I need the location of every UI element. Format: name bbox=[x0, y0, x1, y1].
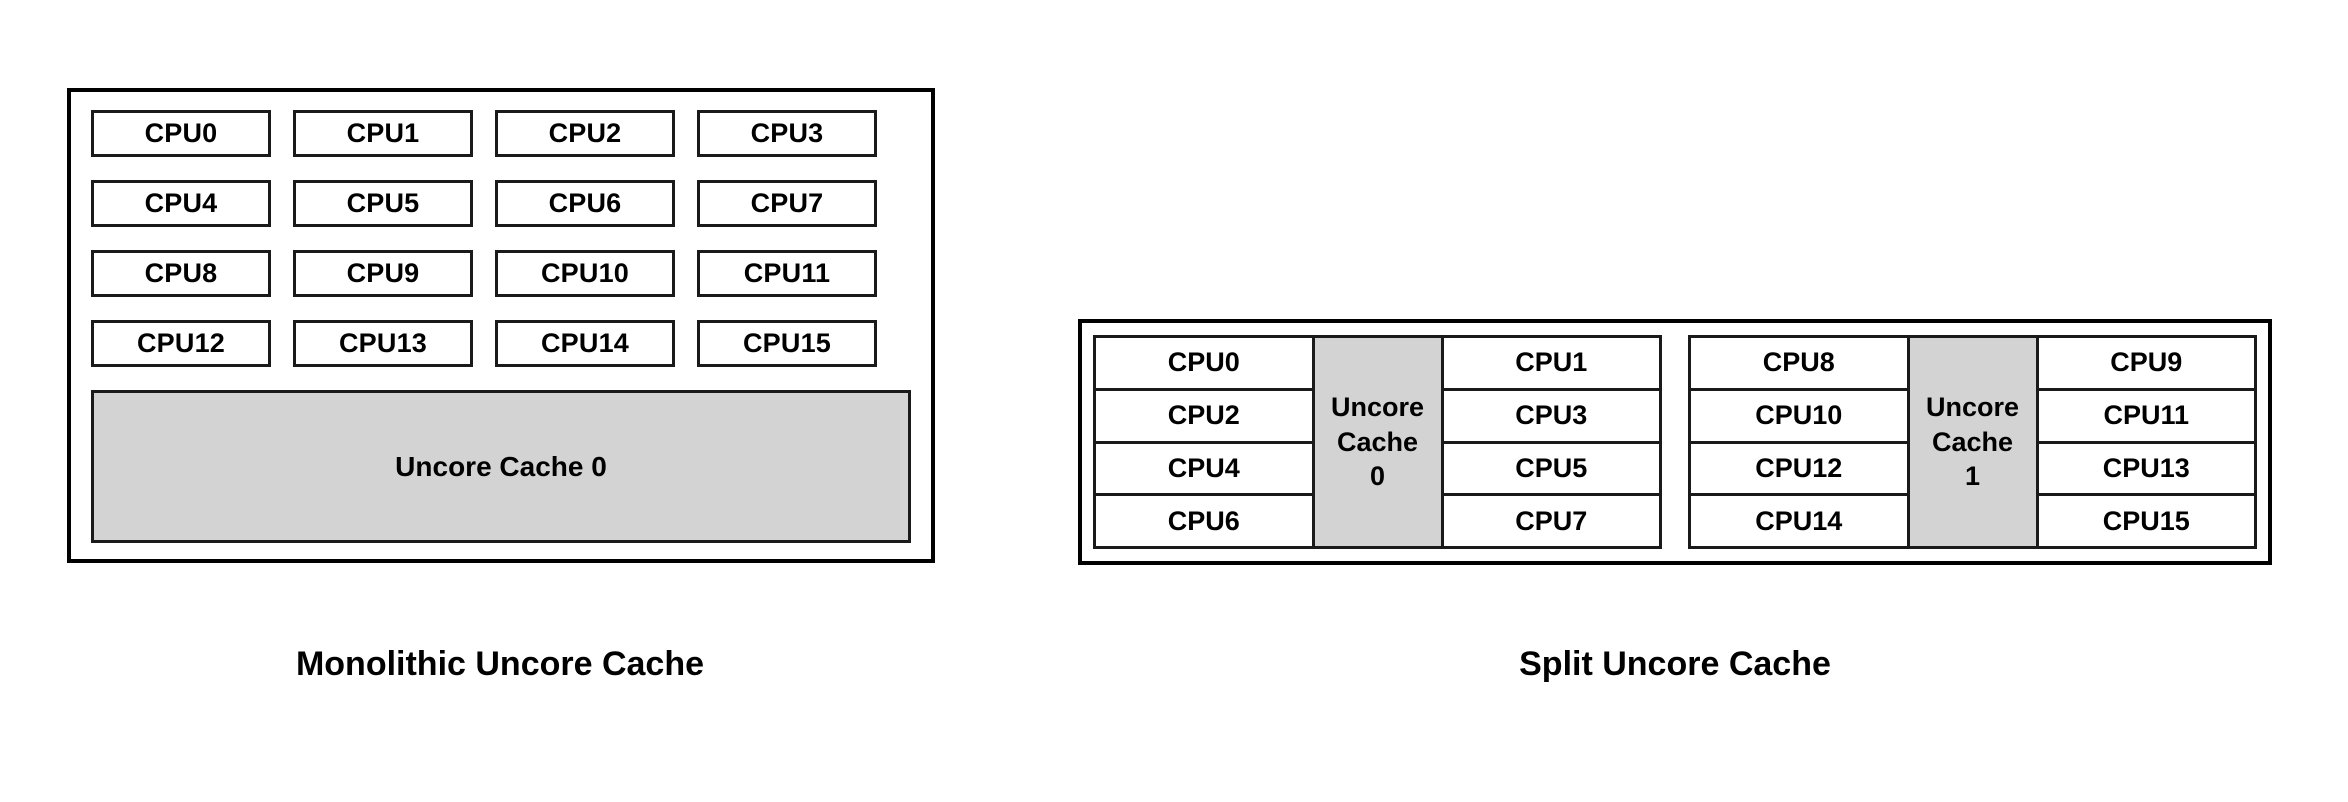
cpu-tile: CPU7 bbox=[697, 180, 877, 227]
uncore-cache-label-line2: Cache bbox=[1931, 426, 2014, 457]
cpu-tile: CPU0 bbox=[1096, 338, 1312, 391]
uncore-cache-label-line2: Cache bbox=[1336, 426, 1419, 457]
cpu-tile: CPU11 bbox=[697, 250, 877, 297]
uncore-cache-label-line1: Uncore bbox=[1330, 392, 1425, 423]
split-uncore-cache-figure: CPU0 CPU2 CPU4 CPU6 Uncore Cache 0 CPU1 … bbox=[1078, 319, 2272, 565]
cpu-tile: CPU6 bbox=[1096, 496, 1312, 546]
cpu-tile: CPU5 bbox=[293, 180, 473, 227]
monolithic-cpu-grid: CPU0 CPU1 CPU2 CPU3 CPU4 CPU5 CPU6 CPU7 … bbox=[91, 110, 911, 367]
uncore-cache-label-line3: 0 bbox=[1369, 461, 1386, 492]
cpu-tile: CPU10 bbox=[1691, 390, 1907, 444]
cpu-column-left-1: CPU8 CPU10 CPU12 CPU14 bbox=[1691, 338, 1907, 546]
split-caption: Split Uncore Cache bbox=[1519, 645, 1831, 683]
cpu-tile: CPU14 bbox=[495, 320, 675, 367]
uncore-cache-block: Uncore Cache 0 bbox=[91, 390, 911, 543]
uncore-cache-block-0: Uncore Cache 0 bbox=[1311, 338, 1444, 546]
cpu-tile: CPU11 bbox=[2038, 390, 2254, 444]
cpu-tile: CPU13 bbox=[2038, 443, 2254, 497]
cpu-column-right-0: CPU1 CPU3 CPU5 CPU7 bbox=[1443, 338, 1659, 546]
cpu-tile: CPU12 bbox=[1691, 443, 1907, 497]
split-group-0: CPU0 CPU2 CPU4 CPU6 Uncore Cache 0 CPU1 … bbox=[1093, 335, 1662, 549]
monolithic-caption: Monolithic Uncore Cache bbox=[295, 645, 705, 683]
cpu-tile: CPU1 bbox=[1443, 338, 1659, 391]
uncore-cache-label-line3: 1 bbox=[1964, 461, 1981, 492]
cpu-tile: CPU7 bbox=[1443, 496, 1659, 546]
cpu-tile: CPU9 bbox=[2038, 338, 2254, 391]
cpu-tile: CPU8 bbox=[91, 250, 271, 297]
cpu-tile: CPU12 bbox=[91, 320, 271, 367]
cpu-tile: CPU14 bbox=[1691, 496, 1907, 546]
cpu-tile: CPU15 bbox=[2038, 496, 2254, 546]
uncore-cache-label-line1: Uncore bbox=[1925, 392, 2020, 423]
cpu-tile: CPU3 bbox=[697, 110, 877, 157]
cpu-tile: CPU8 bbox=[1691, 338, 1907, 391]
cpu-tile: CPU4 bbox=[91, 180, 271, 227]
cpu-tile: CPU6 bbox=[495, 180, 675, 227]
cpu-column-left-0: CPU0 CPU2 CPU4 CPU6 bbox=[1096, 338, 1312, 546]
split-group-1: CPU8 CPU10 CPU12 CPU14 Uncore Cache 1 CP… bbox=[1688, 335, 2257, 549]
cpu-tile: CPU9 bbox=[293, 250, 473, 297]
cpu-column-right-1: CPU9 CPU11 CPU13 CPU15 bbox=[2038, 338, 2254, 546]
cpu-tile: CPU0 bbox=[91, 110, 271, 157]
cpu-tile: CPU5 bbox=[1443, 443, 1659, 497]
uncore-cache-block-1: Uncore Cache 1 bbox=[1906, 338, 2039, 546]
cpu-tile: CPU4 bbox=[1096, 443, 1312, 497]
cpu-tile: CPU3 bbox=[1443, 390, 1659, 444]
split-group-container: CPU0 CPU2 CPU4 CPU6 Uncore Cache 0 CPU1 … bbox=[1093, 335, 2257, 549]
cpu-tile: CPU2 bbox=[1096, 390, 1312, 444]
cpu-tile: CPU15 bbox=[697, 320, 877, 367]
cpu-tile: CPU1 bbox=[293, 110, 473, 157]
cpu-tile: CPU10 bbox=[495, 250, 675, 297]
monolithic-uncore-cache-figure: CPU0 CPU1 CPU2 CPU3 CPU4 CPU5 CPU6 CPU7 … bbox=[67, 88, 935, 563]
cpu-tile: CPU2 bbox=[495, 110, 675, 157]
cpu-tile: CPU13 bbox=[293, 320, 473, 367]
